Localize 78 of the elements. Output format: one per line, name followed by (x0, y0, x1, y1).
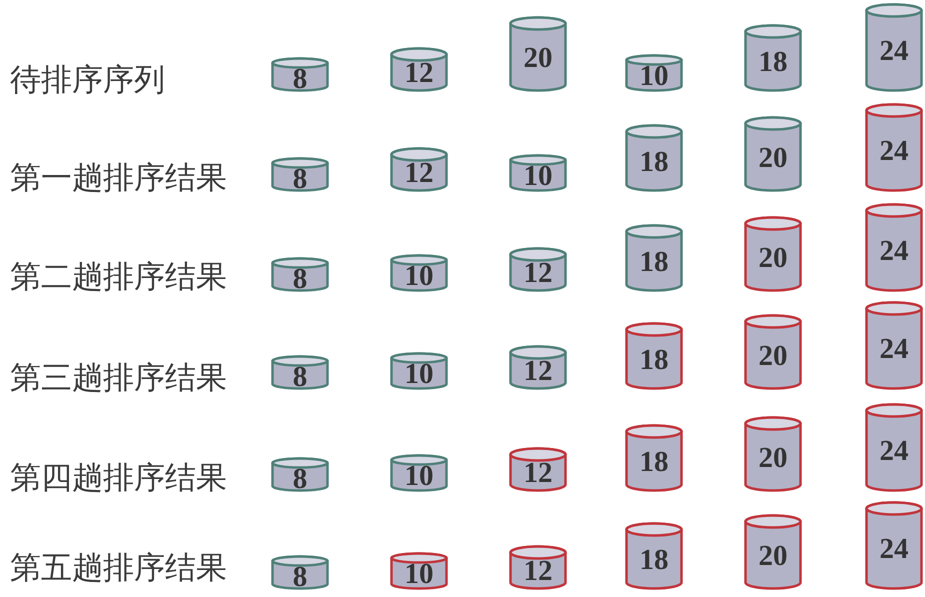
row-label: 第四趟排序结果 (10, 460, 227, 496)
value-label: 8 (292, 169, 308, 189)
cylinder (744, 416, 802, 492)
value-label: 20 (758, 448, 788, 468)
cylinder (625, 522, 683, 590)
value-label: 20 (758, 346, 788, 366)
value-label: 8 (292, 567, 308, 587)
cylinder (865, 103, 923, 192)
value-label: 10 (640, 66, 668, 86)
value-label: 18 (640, 550, 668, 570)
value-label: 24 (880, 441, 908, 462)
value-label: 18 (640, 350, 668, 370)
value-label: 24 (880, 241, 908, 262)
cylinder (865, 301, 923, 390)
cylinder (865, 203, 923, 292)
value-label: 8 (292, 269, 308, 289)
cylinder (625, 124, 683, 192)
cylinder (744, 216, 802, 292)
cylinder (865, 501, 923, 590)
cylinder (509, 154, 567, 192)
value-label: 20 (758, 148, 788, 168)
value-label: 10 (404, 266, 434, 286)
cylinder (509, 247, 567, 292)
value-label: 18 (758, 52, 788, 72)
cylinder (744, 514, 802, 590)
cylinder (625, 322, 683, 390)
value-label: 12 (524, 463, 552, 484)
value-label: 10 (404, 466, 434, 486)
cylinder (271, 57, 329, 92)
cylinder (625, 224, 683, 292)
cylinder (390, 147, 448, 192)
cylinder (509, 545, 567, 590)
value-label: 10 (524, 166, 552, 186)
cylinder (271, 257, 329, 292)
cylinder (509, 16, 567, 92)
row-label: 第五趟排序结果 (10, 550, 227, 586)
cylinder (390, 352, 448, 390)
value-label: 20 (524, 48, 552, 68)
cylinder (390, 47, 448, 92)
value-label: 12 (524, 561, 552, 582)
value-label: 12 (524, 263, 552, 284)
cylinder (625, 424, 683, 492)
value-label: 8 (292, 69, 308, 89)
value-label: 10 (404, 364, 434, 384)
cylinder (271, 457, 329, 492)
value-label: 12 (404, 163, 434, 184)
cylinder (744, 116, 802, 192)
cylinder (509, 345, 567, 390)
cylinder (625, 54, 683, 92)
value-label: 8 (292, 367, 308, 387)
value-label: 20 (758, 248, 788, 268)
cylinder (390, 254, 448, 292)
cylinder (509, 447, 567, 492)
value-label: 24 (880, 339, 908, 360)
cylinder (271, 355, 329, 390)
row-label: 第一趟排序结果 (10, 160, 227, 196)
value-label: 24 (880, 141, 908, 162)
value-label: 18 (640, 152, 668, 172)
cylinder (865, 3, 923, 92)
cylinder (271, 157, 329, 192)
value-label: 24 (880, 41, 908, 62)
value-label: 12 (524, 361, 552, 382)
value-label: 18 (640, 252, 668, 272)
cylinder (390, 454, 448, 492)
value-label: 20 (758, 546, 788, 566)
cylinder (744, 24, 802, 92)
value-label: 12 (404, 63, 434, 84)
cylinder (865, 403, 923, 492)
cylinder (390, 552, 448, 590)
value-label: 10 (404, 564, 434, 584)
value-label: 18 (640, 452, 668, 472)
value-label: 8 (292, 469, 308, 489)
cylinder (271, 555, 329, 590)
row-label: 第二趟排序结果 (10, 259, 227, 295)
row-label: 待排序序列 (10, 62, 165, 98)
cylinder (744, 314, 802, 390)
value-label: 24 (880, 539, 908, 560)
row-label: 第三趟排序结果 (10, 360, 227, 396)
